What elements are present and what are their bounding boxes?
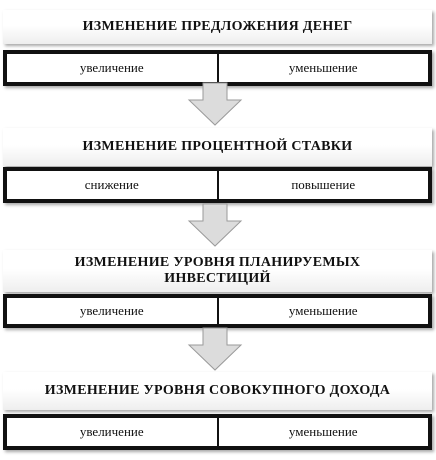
block-interest-rate: ИЗМЕНЕНИЕ ПРОЦЕНТНОЙ СТАВКИ снижение пов…	[3, 128, 432, 203]
block-title: ИЗМЕНЕНИЕ ПРОЦЕНТНОЙ СТАВКИ	[3, 128, 432, 166]
down-arrow-icon	[187, 82, 243, 126]
option-left: увеличение	[7, 418, 219, 446]
options-row: увеличение уменьшение	[3, 294, 432, 328]
option-right: уменьшение	[288, 424, 358, 439]
block-title: ИЗМЕНЕНИЕ УРОВНЯ СОВОКУПНОГО ДОХОДА	[3, 372, 432, 410]
option-right: уменьшение	[288, 303, 358, 318]
options-row: увеличение уменьшение	[3, 414, 432, 450]
option-left: снижение	[7, 171, 219, 199]
option-right: уменьшение	[288, 60, 358, 75]
options-row: увеличение уменьшение	[3, 50, 432, 86]
option-right: повышение	[291, 177, 356, 192]
block-money-supply: ИЗМЕНЕНИЕ ПРЕДЛОЖЕНИЯ ДЕНЕГ увеличение у…	[3, 10, 432, 86]
block-planned-investment: ИЗМЕНЕНИЕ УРОВНЯ ПЛАНИРУЕМЫХ ИНВЕСТИЦИЙ …	[3, 250, 432, 328]
down-arrow-icon	[187, 203, 243, 247]
block-aggregate-income: ИЗМЕНЕНИЕ УРОВНЯ СОВОКУПНОГО ДОХОДА увел…	[3, 372, 432, 452]
option-left: увеличение	[7, 298, 219, 324]
option-left: увеличение	[7, 54, 219, 82]
down-arrow-icon	[187, 327, 243, 371]
block-title: ИЗМЕНЕНИЕ ПРЕДЛОЖЕНИЯ ДЕНЕГ	[3, 10, 432, 44]
block-title: ИЗМЕНЕНИЕ УРОВНЯ ПЛАНИРУЕМЫХ ИНВЕСТИЦИЙ	[3, 250, 432, 292]
options-row: снижение повышение	[3, 167, 432, 203]
